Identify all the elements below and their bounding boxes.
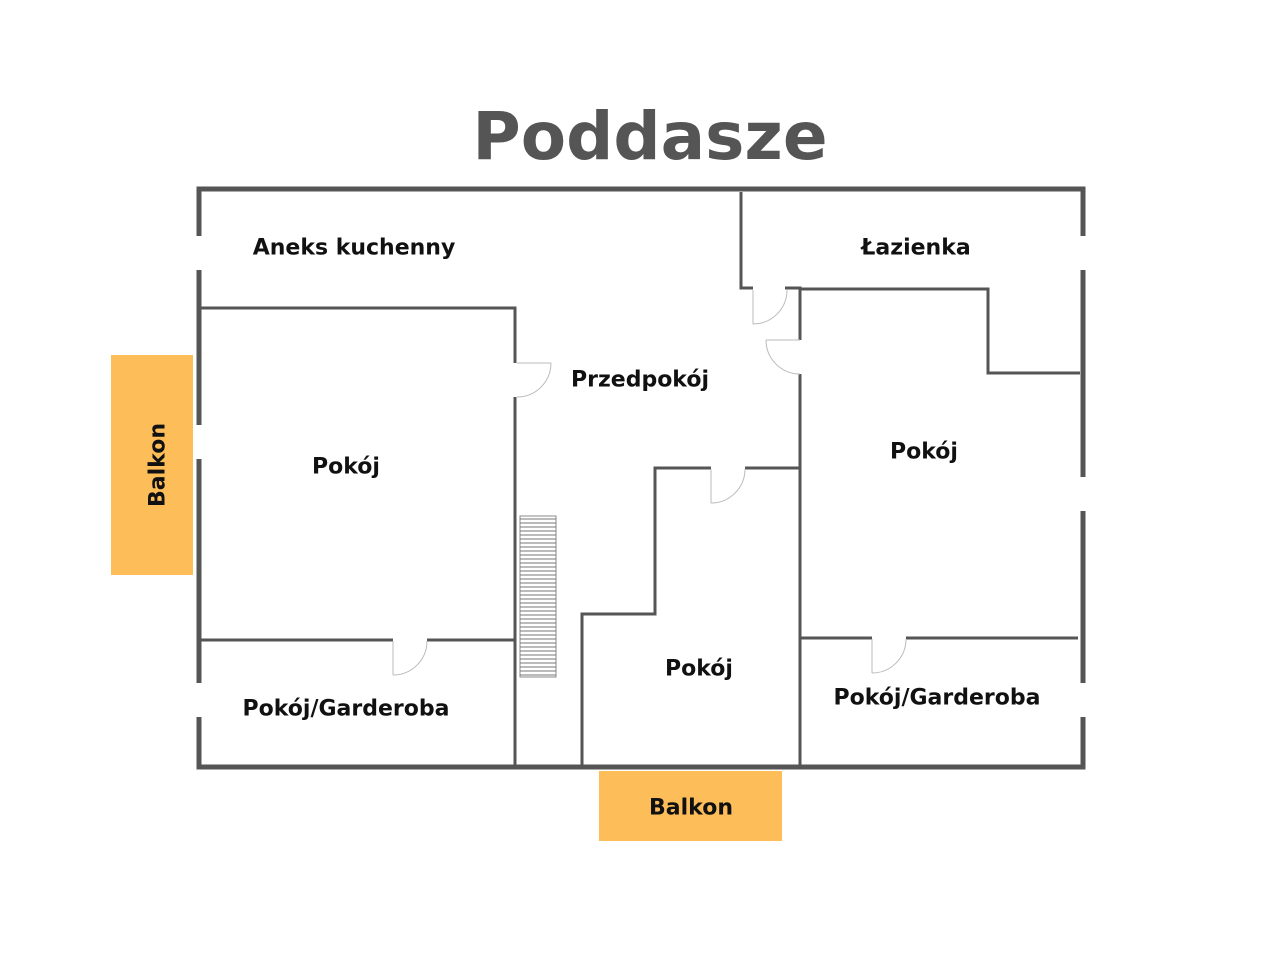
wall-middle-room (580, 466, 800, 765)
floor-plan-title: Poddasze (472, 98, 828, 175)
wall-kitchen (201, 306, 517, 765)
room-label-hall: Przedpokój (570, 367, 710, 393)
room-label-bathroom: Łazienka (861, 235, 971, 261)
room-label-room-right: Pokój (890, 439, 958, 465)
stairs (519, 515, 557, 678)
room-label-wardrobe-right: Pokój/Garderoba (833, 685, 1041, 711)
balcony-label-left: Balkon (145, 423, 171, 507)
balcony-bottom (599, 771, 782, 841)
room-label-room-middle: Pokój (665, 656, 733, 682)
room-label-room-left: Pokój (312, 454, 380, 480)
balcony-label-bottom: Balkon (649, 795, 733, 821)
balcony-left (111, 355, 193, 575)
wall-bathroom (739, 192, 802, 765)
doors (196, 236, 1086, 717)
room-label-kitchen: Aneks kuchenny (252, 235, 456, 261)
room-label-wardrobe-left: Pokój/Garderoba (242, 696, 450, 722)
wall-right-room (800, 287, 1080, 375)
